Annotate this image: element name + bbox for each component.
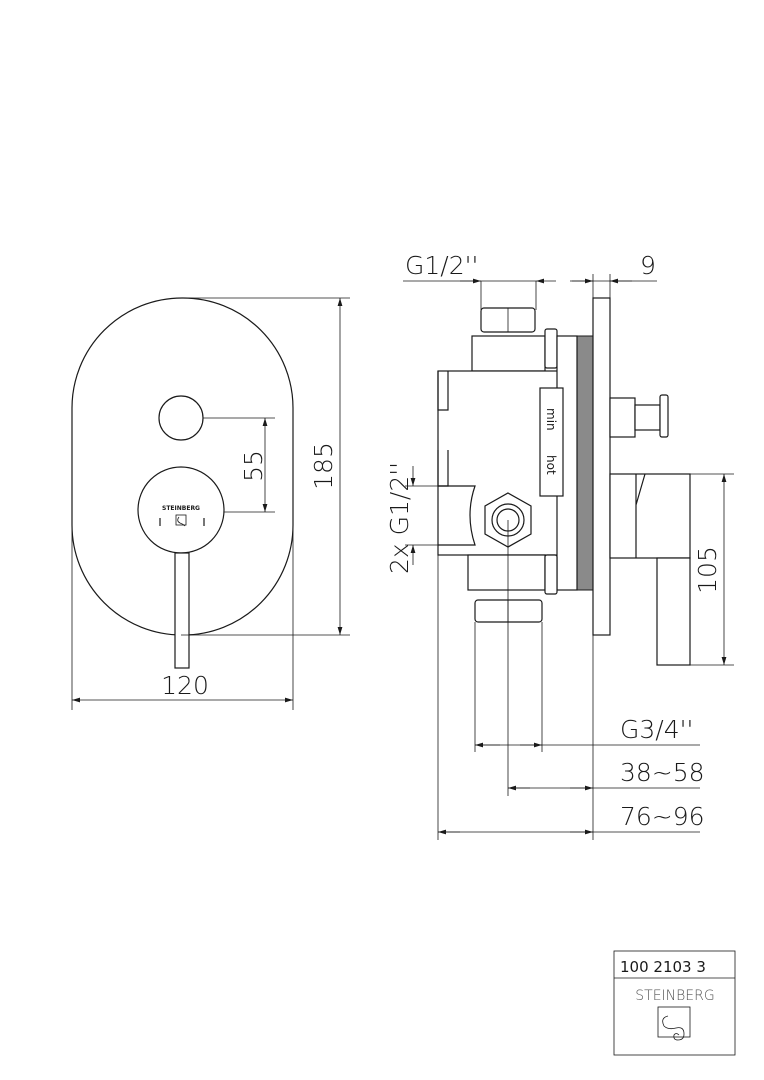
handle-body xyxy=(609,473,691,559)
lever-side xyxy=(656,557,691,666)
dim-g34: G3/4'' xyxy=(620,715,693,744)
steinberg-logo-icon xyxy=(657,1006,691,1041)
threaded-ring xyxy=(576,335,594,591)
top-body xyxy=(471,335,546,372)
dim-120: 120 xyxy=(161,671,209,700)
dim-38-58: 38~58 xyxy=(620,758,705,787)
diverter-stem xyxy=(609,397,636,438)
dim-76-96: 76~96 xyxy=(620,802,705,831)
cover-plate-side xyxy=(592,297,611,636)
diverter-button xyxy=(158,395,204,441)
label-hot: hot xyxy=(544,455,558,475)
diverter-cap xyxy=(659,394,669,438)
dim-2x-g12: 2x G1/2'' xyxy=(385,462,414,574)
label-box xyxy=(539,387,564,497)
side-view: G1/2'' 9 min hot xyxy=(385,251,734,840)
title-block: 100 2103 3 STEINBERG xyxy=(613,950,736,1056)
dim-105: 105 xyxy=(693,546,722,594)
bottom-nut xyxy=(474,599,543,623)
brand-name: STEINBERG xyxy=(635,988,714,1004)
logo-icon xyxy=(175,514,187,526)
front-view: STEINBERG 55 185 120 xyxy=(71,297,350,710)
label-min: min xyxy=(544,408,558,431)
dim-g12-top: G1/2'' xyxy=(405,251,478,280)
lever xyxy=(174,552,190,669)
article-number: 100 2103 3 xyxy=(620,958,706,976)
bottom-body xyxy=(467,554,546,591)
dim-55: 55 xyxy=(239,450,268,482)
brand-mark: STEINBERG xyxy=(162,505,200,512)
dim-9: 9 xyxy=(640,251,656,280)
dim-185: 185 xyxy=(309,442,338,490)
